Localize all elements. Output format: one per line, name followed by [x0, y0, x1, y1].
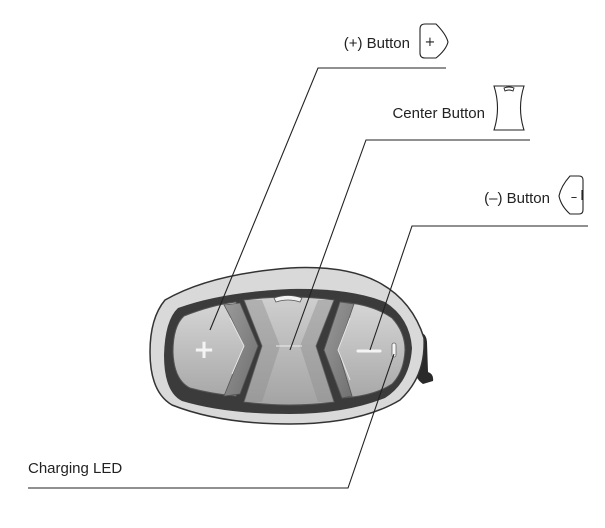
center-button-icon [493, 85, 525, 131]
callout-line-minus [369, 225, 588, 351]
plus-icon-glyph: + [425, 35, 436, 50]
center-button-notch [273, 295, 303, 303]
plus-button-label: (+) Button [343, 35, 410, 52]
center-button-label: Center Button [392, 105, 485, 122]
callout-line-plus [209, 67, 446, 331]
minus-icon-glyph: – [571, 190, 578, 205]
minus-button-icon: – [558, 175, 584, 215]
callout-line-led [28, 353, 395, 489]
minus-button-label: (–) Button [484, 190, 550, 207]
callout-line-center [289, 139, 530, 351]
minus-button-shape[interactable] [323, 301, 406, 399]
charging-led-label: Charging LED [28, 460, 123, 477]
plus-button-icon: + [419, 23, 449, 59]
plus-glyph: + [193, 335, 215, 365]
charging-led [391, 342, 397, 358]
center-button-shape[interactable] [243, 295, 335, 406]
plus-button-shape[interactable]: + [172, 301, 259, 397]
